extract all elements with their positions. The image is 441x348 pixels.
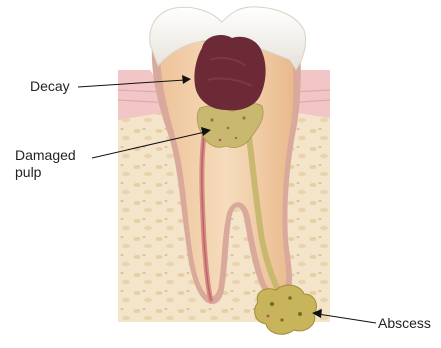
decay-cavity bbox=[194, 35, 265, 110]
decay-label: Decay bbox=[30, 78, 70, 95]
damaged-pulp-label-text: Damaged pulp bbox=[15, 147, 76, 180]
damaged-pulp-label: Damaged pulp bbox=[15, 147, 105, 181]
abscess-label: Abscess bbox=[378, 315, 431, 332]
